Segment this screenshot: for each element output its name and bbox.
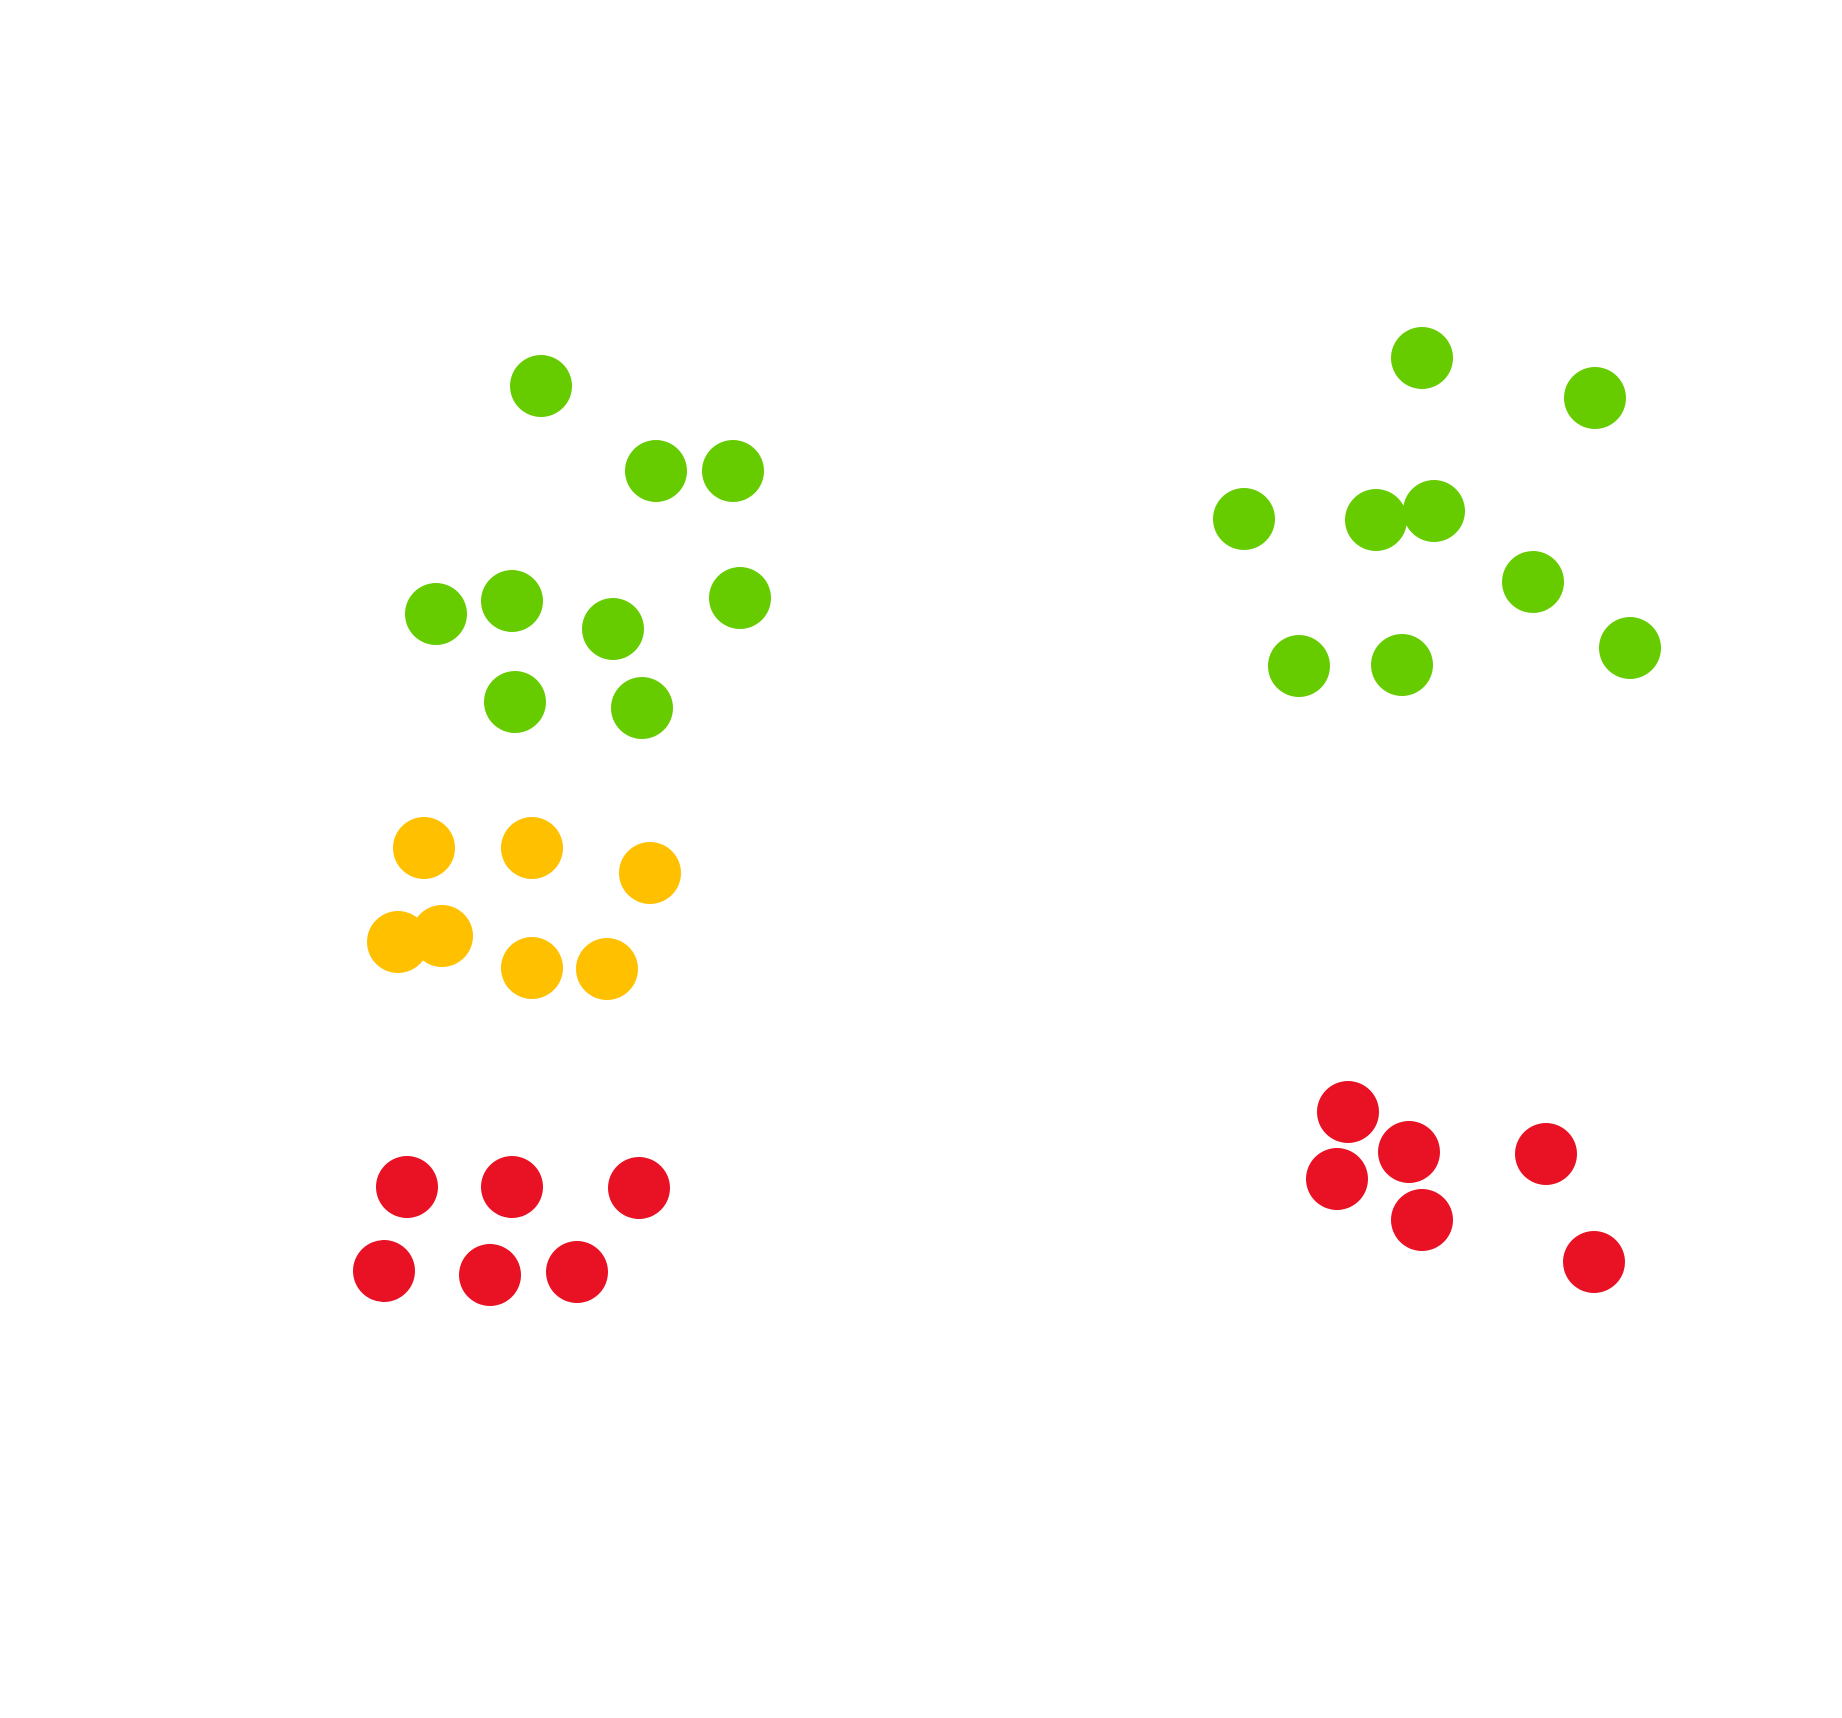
yellow-dot	[576, 938, 638, 1000]
dot-group-right-green	[1213, 327, 1661, 697]
green-dot	[702, 440, 764, 502]
red-dot	[459, 1244, 521, 1306]
yellow-dot	[501, 817, 563, 879]
green-dot	[1502, 551, 1564, 613]
dot-group-left-green	[405, 355, 771, 739]
red-dot	[376, 1156, 438, 1218]
dots-layer	[353, 327, 1661, 1306]
green-dot	[1213, 488, 1275, 550]
green-dot	[1599, 617, 1661, 679]
green-dot	[484, 671, 546, 733]
red-dot	[1317, 1081, 1379, 1143]
yellow-dot	[619, 842, 681, 904]
red-dot	[1563, 1231, 1625, 1293]
dot-group-right-red	[1306, 1081, 1625, 1293]
dot-group-left-red	[353, 1156, 670, 1306]
green-dot	[611, 677, 673, 739]
red-dot	[1515, 1123, 1577, 1185]
green-dot	[709, 567, 771, 629]
red-dot	[546, 1241, 608, 1303]
red-dot	[1378, 1121, 1440, 1183]
red-dot	[608, 1157, 670, 1219]
green-dot	[1268, 635, 1330, 697]
green-dot	[625, 440, 687, 502]
green-dot	[481, 570, 543, 632]
red-dot	[481, 1156, 543, 1218]
yellow-dot	[393, 817, 455, 879]
green-dot	[582, 598, 644, 660]
red-dot	[1391, 1189, 1453, 1251]
green-dot	[510, 355, 572, 417]
red-dot	[1306, 1148, 1368, 1210]
green-dot	[405, 583, 467, 645]
yellow-dot	[411, 905, 473, 967]
green-dot	[1345, 489, 1407, 551]
green-dot	[1564, 367, 1626, 429]
green-dot	[1371, 634, 1433, 696]
green-dot	[1391, 327, 1453, 389]
red-dot	[353, 1240, 415, 1302]
green-dot	[1403, 480, 1465, 542]
yellow-dot	[501, 937, 563, 999]
dot-group-left-yellow	[367, 817, 681, 1000]
